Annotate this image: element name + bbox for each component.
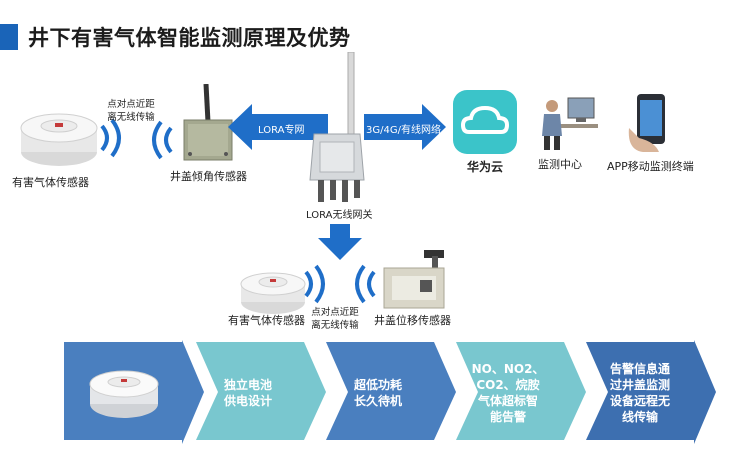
network-link-label: 3G/4G/有线网络: [366, 125, 441, 136]
mobile-phone-icon: [628, 94, 665, 152]
advantage-step-3: NO、NO2、 CO2、烷胺 气体超标智 能告警: [471, 362, 545, 424]
wireless-signal-icon: [100, 118, 121, 158]
wireless-signal-icon: [355, 264, 376, 304]
tilt-sensor-label: 井盖倾角传感器: [170, 170, 247, 183]
wireless-signal-icon: [304, 264, 325, 304]
monitor-center-label: 监测中心: [538, 158, 582, 171]
displacement-sensor-icon: [383, 250, 445, 309]
bottom-p2p-label: 点对点近距 离无线传输: [311, 307, 359, 331]
top-p2p-label: 点对点近距 离无线传输: [107, 99, 155, 123]
lora-gateway-icon: [309, 52, 365, 202]
top-gas-sensor-label: 有害气体传感器: [12, 176, 89, 189]
smoke-detector-icon: [240, 272, 306, 314]
advantage-step-1: 独立电池供电设计: [223, 378, 272, 408]
page-title: 井下有害气体智能监测原理及优势: [28, 26, 351, 50]
cloud-icon: [453, 90, 517, 154]
network-arrow-right: [364, 104, 446, 150]
wireless-signal-icon: [152, 120, 173, 160]
advantage-step-4: 告警信息通 过井盖监测 设备远程无 线传输: [609, 362, 670, 424]
monitoring-operator-icon: [542, 97, 598, 150]
app-terminal-label: APP移动监测终端: [607, 160, 694, 173]
smoke-detector-icon: [89, 370, 159, 418]
advantage-chevron-strip: [64, 340, 716, 444]
title-accent-bar: [0, 24, 18, 50]
tilt-sensor-icon: [183, 84, 233, 161]
down-arrow: [318, 224, 362, 260]
lora-arrow-left: [228, 104, 328, 150]
lora-link-label: LORA专网: [258, 125, 305, 136]
cloud-label: 华为云: [467, 160, 504, 174]
displacement-sensor-label: 井盖位移传感器: [374, 314, 451, 327]
bottom-gas-sensor-label: 有害气体传感器: [228, 314, 305, 327]
gateway-label: LORA无线网关: [306, 210, 373, 221]
smoke-detector-icon: [20, 113, 98, 166]
advantage-step-2: 超低功耗长久待机: [353, 378, 402, 408]
